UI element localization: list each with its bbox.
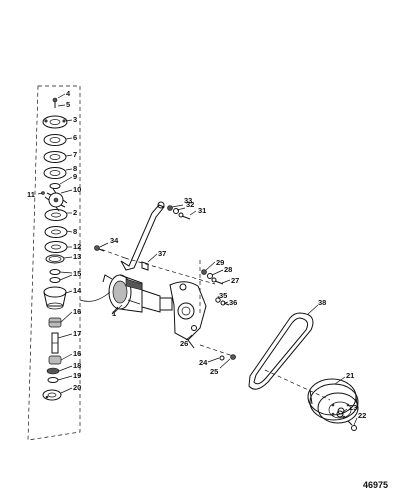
callout-33: 33 bbox=[184, 196, 192, 205]
nut-29 bbox=[201, 269, 207, 275]
frame-leader bbox=[79, 291, 111, 302]
callout-8: 8 bbox=[73, 227, 77, 236]
plate-part bbox=[44, 241, 68, 253]
callout-36: 36 bbox=[229, 298, 237, 307]
gasket-part bbox=[43, 134, 67, 146]
callout-3: 3 bbox=[73, 115, 77, 124]
callout-14: 14 bbox=[73, 286, 82, 295]
callout-5: 5 bbox=[66, 100, 70, 109]
exploded-column bbox=[27, 85, 111, 441]
figure-number: 46975 bbox=[363, 480, 388, 490]
callout-9: 9 bbox=[73, 172, 77, 181]
callout-23: 23 bbox=[349, 403, 357, 412]
callout-27: 27 bbox=[231, 276, 239, 285]
bolt-31 bbox=[178, 212, 191, 220]
callout-22: 22 bbox=[358, 411, 366, 420]
pump-body-part bbox=[43, 286, 67, 310]
retaining-ring-part bbox=[46, 367, 60, 375]
drive-belt bbox=[248, 312, 314, 390]
stud-37 bbox=[141, 261, 149, 271]
callout-32: 32 bbox=[186, 200, 194, 209]
bolt-22 bbox=[347, 420, 357, 431]
adjusting-arm bbox=[120, 201, 165, 271]
callout-28: 28 bbox=[224, 265, 232, 274]
callout-20: 20 bbox=[73, 383, 81, 392]
callout-16: 16 bbox=[73, 307, 81, 316]
callout-10: 10 bbox=[73, 185, 81, 194]
callout-24: 24 bbox=[199, 358, 208, 367]
gasket-part bbox=[43, 167, 67, 179]
callout-17: 17 bbox=[73, 329, 81, 338]
callout-29: 29 bbox=[216, 258, 224, 267]
callout-37: 37 bbox=[158, 249, 166, 258]
bolt-33 bbox=[167, 205, 173, 211]
callout-6: 6 bbox=[73, 133, 77, 142]
callout-13: 13 bbox=[73, 252, 81, 261]
centerline bbox=[264, 369, 331, 401]
callout-1: 1 bbox=[112, 309, 116, 318]
callout-8: 8 bbox=[73, 164, 77, 173]
callout-16: 16 bbox=[73, 349, 81, 358]
callout-38: 38 bbox=[318, 298, 326, 307]
callout-11: 11 bbox=[27, 190, 35, 199]
nut-25 bbox=[230, 354, 236, 360]
callout-31: 31 bbox=[198, 206, 206, 215]
cap-part bbox=[42, 389, 62, 401]
callout-2: 2 bbox=[73, 208, 77, 217]
callout-26: 26 bbox=[180, 339, 188, 348]
callout-labels: 4 5 3 6 7 8 9 10 11 2 8 12 13 15 14 16 1… bbox=[27, 89, 388, 490]
pump-assembly bbox=[94, 201, 359, 431]
bolt-34 bbox=[94, 245, 105, 252]
gasket-part bbox=[44, 226, 68, 238]
wear-plate-part bbox=[43, 151, 67, 163]
bearing-part bbox=[48, 317, 62, 328]
washer-32 bbox=[173, 208, 179, 214]
exploded-frame bbox=[27, 85, 81, 441]
assembly-leaders bbox=[99, 204, 358, 426]
housing-plate-part bbox=[44, 209, 68, 221]
callout-19: 19 bbox=[73, 371, 81, 380]
centerline bbox=[124, 257, 216, 285]
cover-plate-part bbox=[42, 115, 68, 129]
callout-21: 21 bbox=[346, 371, 354, 380]
callout-25: 25 bbox=[210, 367, 218, 376]
washer-28 bbox=[207, 273, 213, 279]
pulley bbox=[307, 378, 359, 424]
centerline bbox=[199, 344, 237, 358]
o-ring-part bbox=[45, 254, 65, 264]
callout-34: 34 bbox=[110, 236, 119, 245]
centerline bbox=[94, 246, 126, 259]
washer-35 bbox=[215, 297, 221, 303]
callout-15: 15 bbox=[73, 269, 81, 278]
callout-4: 4 bbox=[66, 89, 71, 98]
callout-18: 18 bbox=[73, 361, 81, 370]
screw-part bbox=[52, 97, 58, 108]
callout-12: 12 bbox=[73, 242, 81, 251]
washer-part bbox=[47, 377, 59, 383]
callout-35: 35 bbox=[219, 291, 227, 300]
shaft-part bbox=[51, 332, 59, 354]
seal-part bbox=[49, 269, 61, 283]
water-pump bbox=[102, 274, 173, 315]
pump-bracket bbox=[169, 281, 207, 349]
callout-7: 7 bbox=[73, 150, 77, 159]
bolt-27 bbox=[211, 277, 224, 285]
washer-23 bbox=[336, 410, 344, 418]
washer-24 bbox=[219, 355, 225, 361]
bearing-part bbox=[48, 355, 62, 365]
column-leaders bbox=[37, 93, 73, 394]
ring-part bbox=[49, 183, 61, 189]
